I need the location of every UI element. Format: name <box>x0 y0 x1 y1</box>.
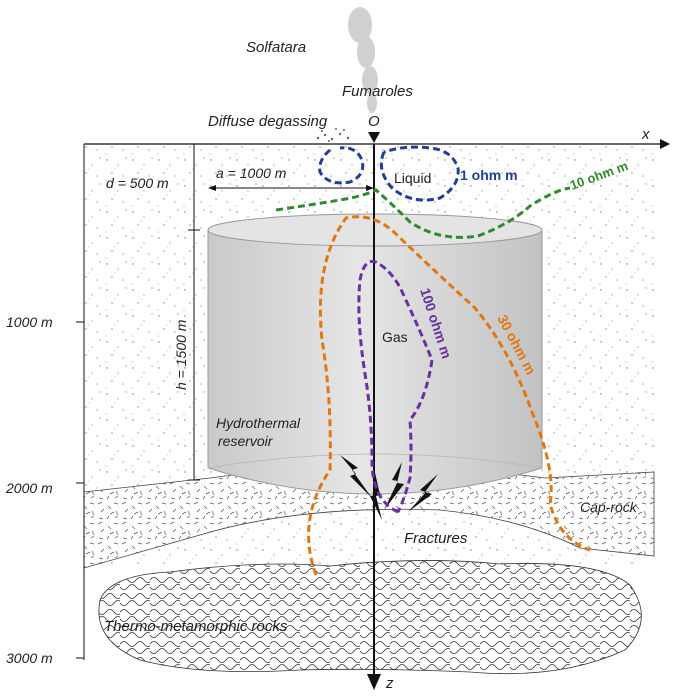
depth-label-2000: 2000 m <box>5 480 53 496</box>
z-axis-label: z <box>385 675 394 692</box>
dimension-a-arrow-left <box>208 185 216 191</box>
contour-1-ohm-right <box>379 145 460 202</box>
x-axis-arrowhead <box>660 139 670 149</box>
dimension-a-arrow-right <box>366 185 374 191</box>
depth-d-label: d = 500 m <box>106 175 169 191</box>
diffuse-degassing-dots <box>316 128 350 142</box>
cap-rock-label: Cap-rock <box>580 499 638 515</box>
reservoir-label-line2: reservoir <box>218 433 274 449</box>
fumaroles-label: Fumaroles <box>342 83 413 100</box>
liquid-label: Liquid <box>394 170 431 186</box>
x-axis-label: x <box>641 126 650 143</box>
fractures-symbol <box>340 455 438 520</box>
depth-label-3000: 3000 m <box>6 650 53 666</box>
diffuse-degassing-label: Diffuse degassing <box>208 113 328 130</box>
solfatara-label: Solfatara <box>246 39 306 56</box>
depth-label-1000: 1000 m <box>6 314 53 330</box>
contour-1-ohm-left <box>318 146 365 185</box>
origin-marker <box>368 132 380 143</box>
contour-30-ohm <box>307 215 591 576</box>
height-h-label: h = 1500 m <box>173 319 189 390</box>
reservoir-label-line1: Hydrothermal <box>216 415 301 431</box>
thermo-metamorphic-body <box>98 560 642 675</box>
contour-label-1-ohm: 1 ohm m <box>460 167 518 183</box>
fumarole-plume <box>348 7 378 113</box>
contour-10-ohm <box>275 186 571 239</box>
fractures-label: Fractures <box>404 530 468 547</box>
thermo-metamorphic-label: Thermo-metamorphic rocks <box>104 618 288 635</box>
origin-label: O <box>368 113 380 130</box>
gas-label: Gas <box>382 329 408 345</box>
radius-a-label: a = 1000 m <box>216 165 287 181</box>
z-axis-arrowhead <box>367 674 381 690</box>
